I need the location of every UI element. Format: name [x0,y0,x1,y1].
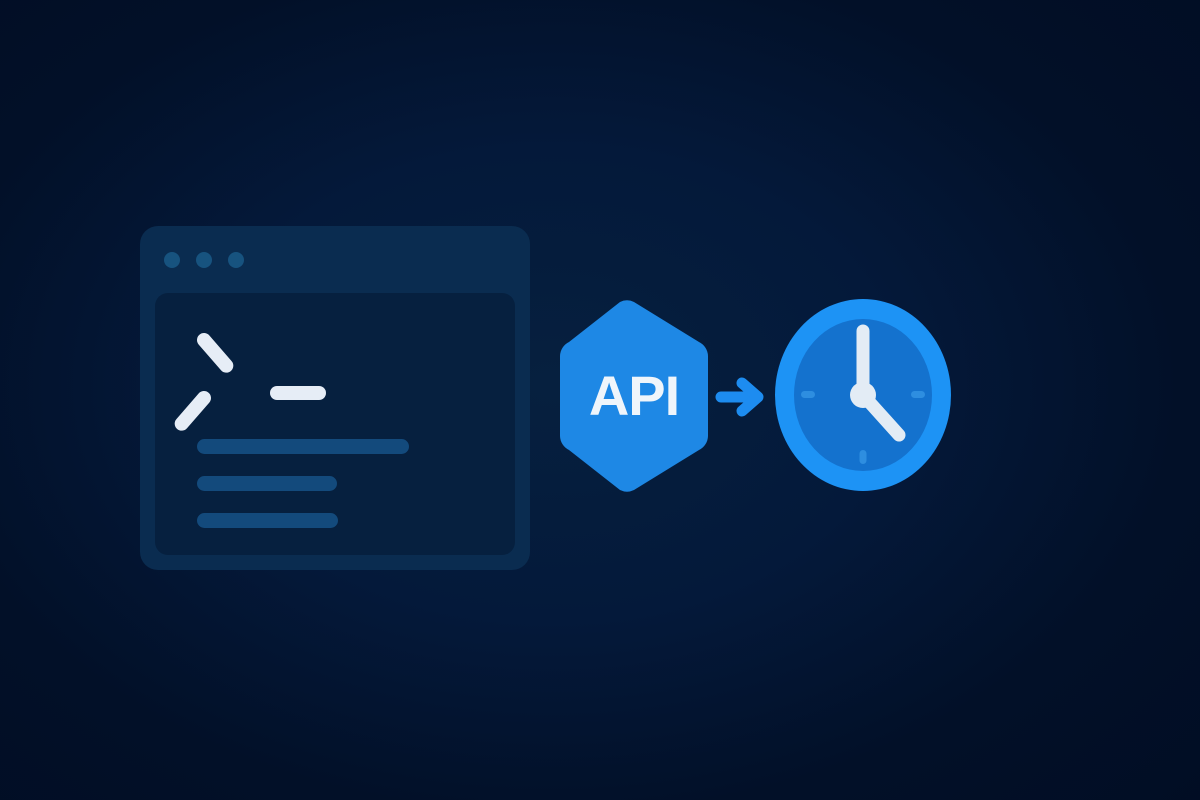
terminal-screen[interactable] [155,293,515,555]
close-dot[interactable] [164,252,180,268]
output-line-3 [197,513,338,528]
maximize-dot[interactable] [228,252,244,268]
output-line-2 [197,476,337,491]
clock-tick-marks [801,391,925,464]
hexagon-shape-icon [560,300,708,492]
chevron-upper-stroke [194,330,237,376]
api-badge[interactable]: API [558,300,710,492]
terminal-titlebar [140,226,530,294]
api-badge-label: API [588,363,680,427]
cursor-underscore-icon [270,386,326,400]
chevron-lower-stroke [171,388,214,434]
clock-center-hub [850,382,876,408]
output-line-1 [197,439,409,454]
window-control-dots [164,252,244,268]
minimize-dot[interactable] [196,252,212,268]
terminal-window [140,226,530,570]
terminal-output-lines [197,439,467,550]
prompt-chevron-icon [171,330,259,434]
right-arrow-icon [714,372,770,422]
clock-icon [774,298,952,492]
